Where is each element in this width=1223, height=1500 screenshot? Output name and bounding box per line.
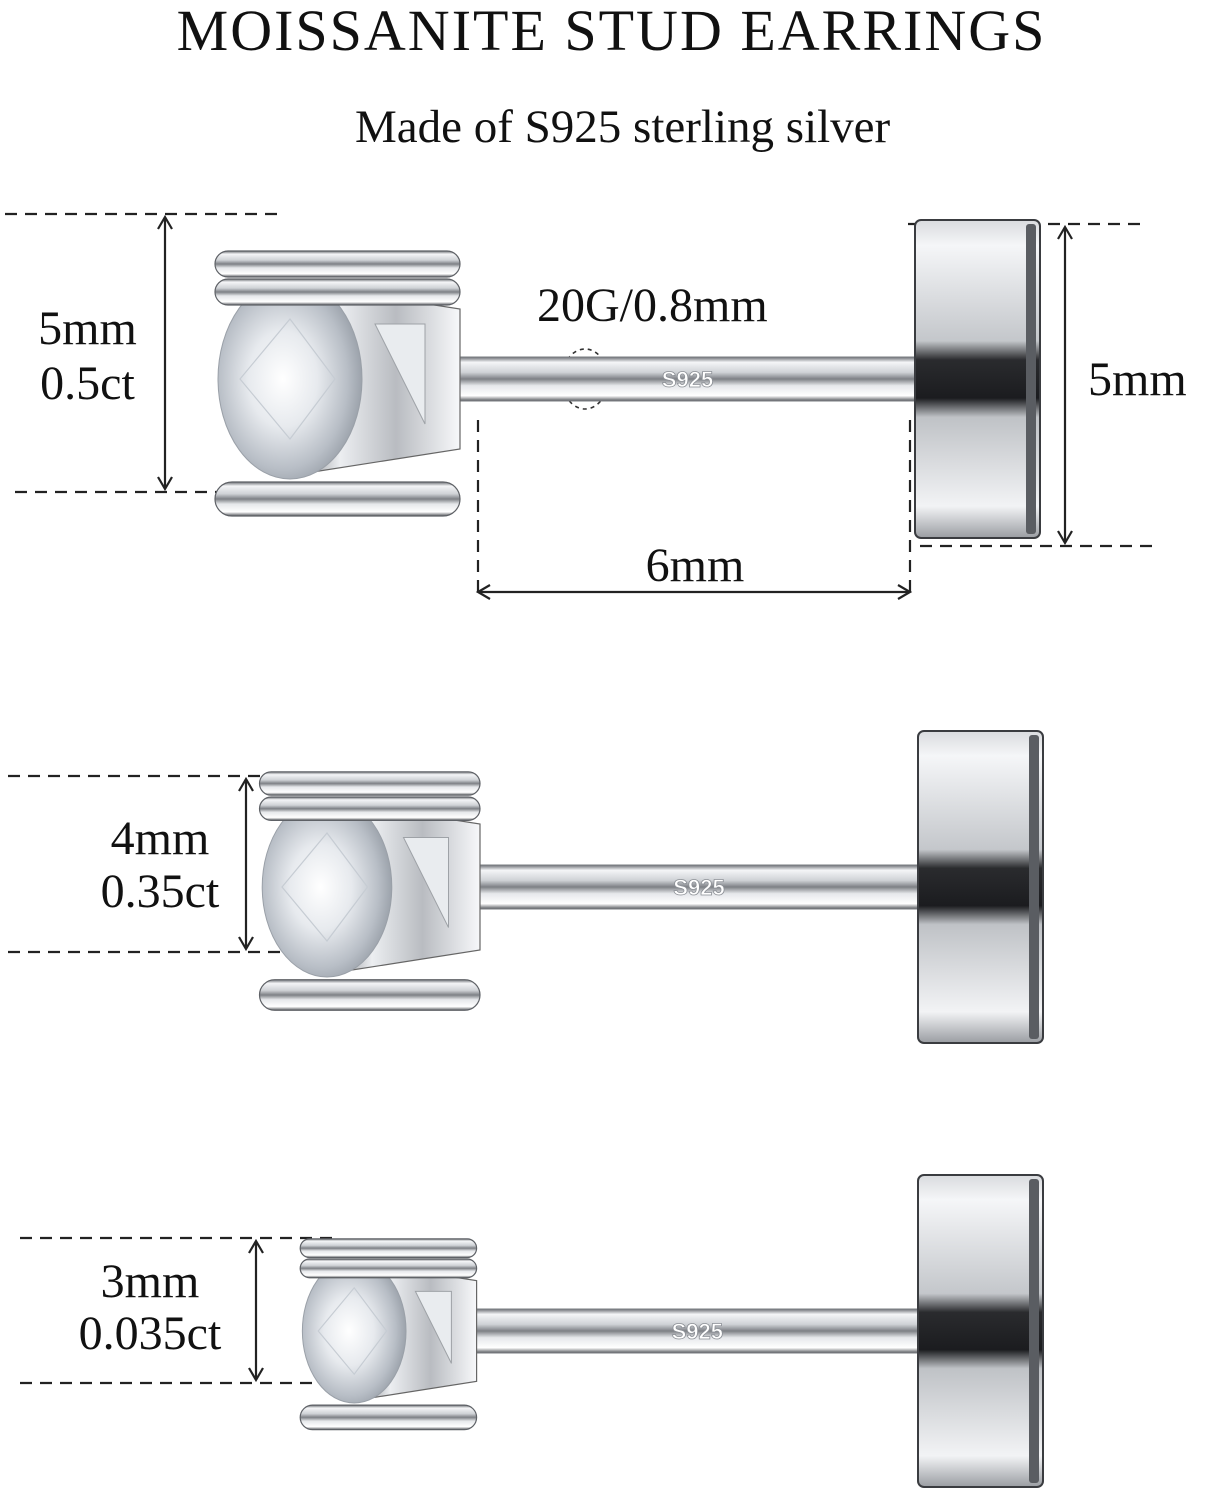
flat-back <box>917 730 1044 1044</box>
page-title: MOISSANITE STUD EARRINGS <box>176 0 1047 63</box>
prong-bottom <box>299 1404 478 1431</box>
prong-top <box>214 250 461 278</box>
post-length-arrow <box>475 584 913 600</box>
size-arrow-3 <box>248 1238 264 1383</box>
stamp-label: S925 <box>662 367 713 392</box>
earring-2: S925 <box>258 730 1044 1044</box>
post <box>472 1308 923 1354</box>
prong-bottom <box>258 979 481 1011</box>
flat-back <box>914 219 1041 539</box>
flat-back <box>917 1174 1044 1488</box>
earring-1-size-label: 5mm <box>38 302 137 355</box>
gauge-label: 20G/0.8mm <box>537 279 768 332</box>
size-arrow-1 <box>157 214 173 492</box>
prong-upper <box>214 278 461 306</box>
post <box>455 356 920 402</box>
back-size-arrow <box>1057 224 1073 546</box>
page-subtitle: Made of S925 sterling silver <box>355 101 891 153</box>
earring-2-carat-label: 0.35ct <box>100 865 220 918</box>
post-length-label: 6mm <box>645 539 745 592</box>
back-size-label: 5mm <box>1088 353 1187 406</box>
prong-bottom <box>214 481 461 517</box>
prong-upper <box>299 1258 478 1279</box>
size-arrow-2 <box>238 776 254 952</box>
stamp-label: S925 <box>673 875 724 900</box>
stamp-label: S925 <box>672 1319 723 1344</box>
prong-upper <box>258 796 481 821</box>
earring-1: S925 <box>214 219 1041 539</box>
earring-1-carat-label: 0.5ct <box>40 357 135 410</box>
earring-3-size-label: 3mm <box>100 1255 200 1308</box>
prong-top <box>299 1238 478 1259</box>
prong-top <box>258 771 481 796</box>
earring-3: S925 <box>299 1174 1044 1488</box>
earring-3-carat-label: 0.035ct <box>78 1307 222 1360</box>
earring-2-size-label: 4mm <box>110 812 210 865</box>
